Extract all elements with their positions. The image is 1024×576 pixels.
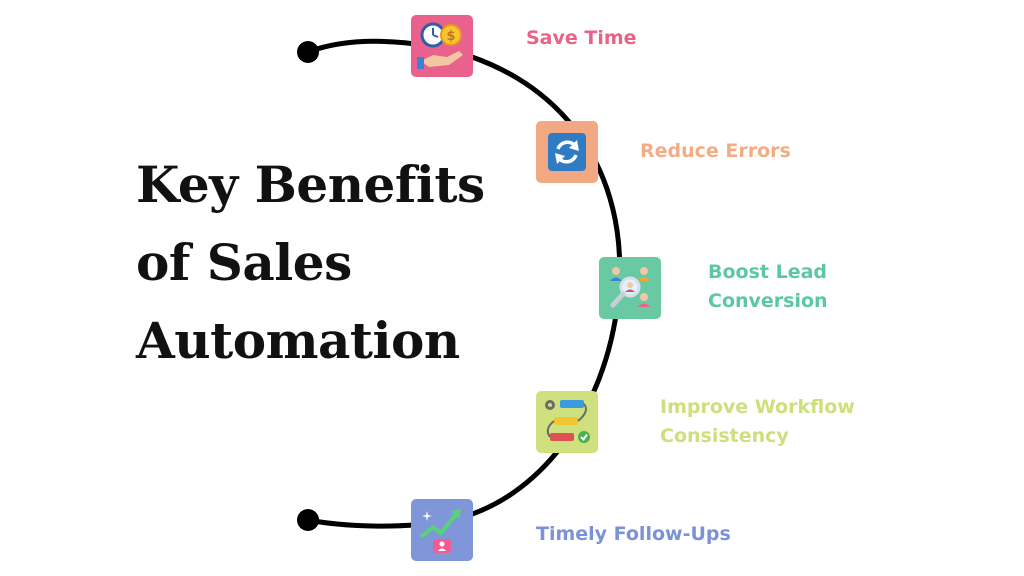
benefit-label-boost-lead-conversion: Boost Lead Conversion (708, 261, 828, 312)
title-line-2: of Sales (136, 233, 352, 292)
arc-end-dot (297, 509, 319, 531)
page-title: Key Benefits of Sales Automation (136, 146, 516, 380)
benefit-label-timely-follow-ups: Timely Follow-Ups (536, 523, 731, 545)
title-line-1: Key Benefits (136, 155, 485, 214)
benefit-label-save-time: Save Time (526, 27, 637, 49)
workflow-icon (545, 400, 590, 443)
benefit-tile-boost-lead-conversion (599, 257, 661, 319)
benefit-label-reduce-errors: Reduce Errors (640, 140, 791, 162)
benefit-tile-improve-workflow-consistency (536, 391, 598, 453)
benefit-tile-save-time: $ (411, 15, 473, 77)
title-line-3: Automation (136, 311, 460, 370)
benefit-tile-reduce-errors (536, 121, 598, 183)
growth-chart-icon (419, 509, 461, 553)
time-money-hand-icon: $ (417, 22, 463, 69)
arc-start-dot (297, 41, 319, 63)
lead-search-icon (610, 267, 650, 308)
benefit-tile-timely-follow-ups (411, 499, 473, 561)
benefit-label-improve-workflow-consistency: Improve Workflow Consistency (660, 396, 855, 447)
refresh-icon (548, 133, 586, 171)
svg-text:$: $ (446, 29, 455, 44)
